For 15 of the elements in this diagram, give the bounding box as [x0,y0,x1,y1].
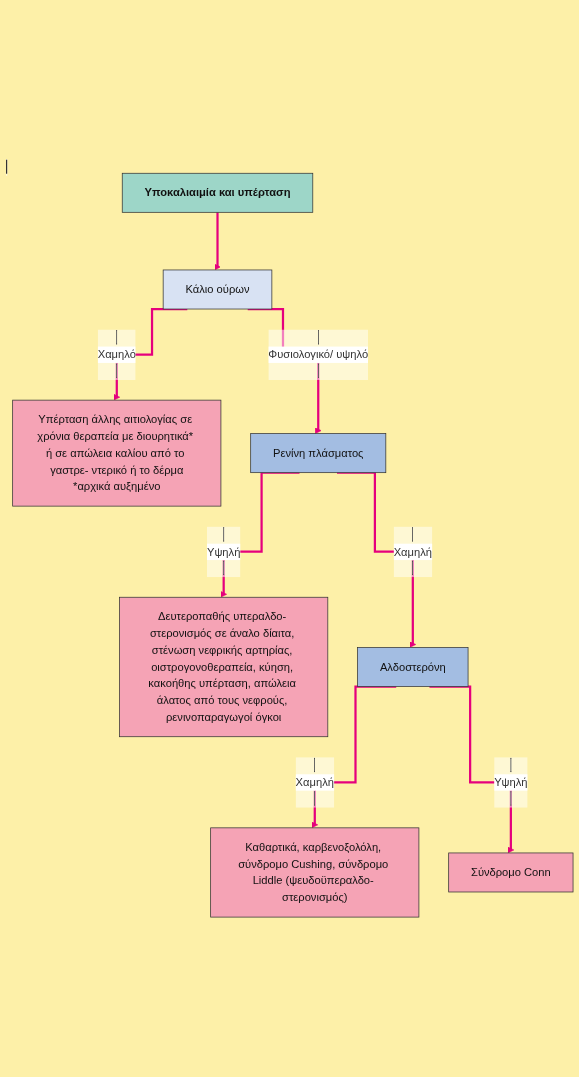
edge-label: Υψηλή [206,545,241,558]
edge-label: Φυσιολογικό/ υψηλό [268,348,369,361]
edge-label: Χαμηλή [295,775,334,789]
node-box: Ρενίνη πλάσματος [250,433,387,474]
node-box: Δευτεροπαθής υπεραλδο- στερονισμός σε άναλο δίαιτα, στένωση νεφρικής αρτηρίας, οιστρογονοθεραπεία, κύηση, κακοήθης υπέρταση, απώλεια άλατος από τους νεφρούς, ρενινοπαραγωγοί όγκοι [119,597,329,738]
edge-label: Χαμηλή [393,545,432,558]
node-box: Κάλιο ούρων [162,270,273,310]
node-box: Αλδοστερόνη [357,647,469,688]
edge-label: Υψηλή [494,775,528,789]
node-box: Υπέρταση άλλης αιτιολογίας σε χρόνια θεραπεία με διουρητικά* ή σε απώλεια καλίου από το γαστρε- ντερικό ή το δέρμα *αρχικά αυξημένο [12,400,222,507]
edge-label: Χαμηλό [97,348,136,361]
arrow [214,211,221,271]
node-box: Σύνδρομο Conn [448,853,574,893]
node-box: Καθαρτικά, καρβενοξολόλη, σύνδρομο Cushing, σύνδρομο Liddle (ψευδοϋπεραλδο- στερονισμός) [210,827,420,918]
node-box: Υποκαλιαιμία και υπέρταση [121,173,314,214]
